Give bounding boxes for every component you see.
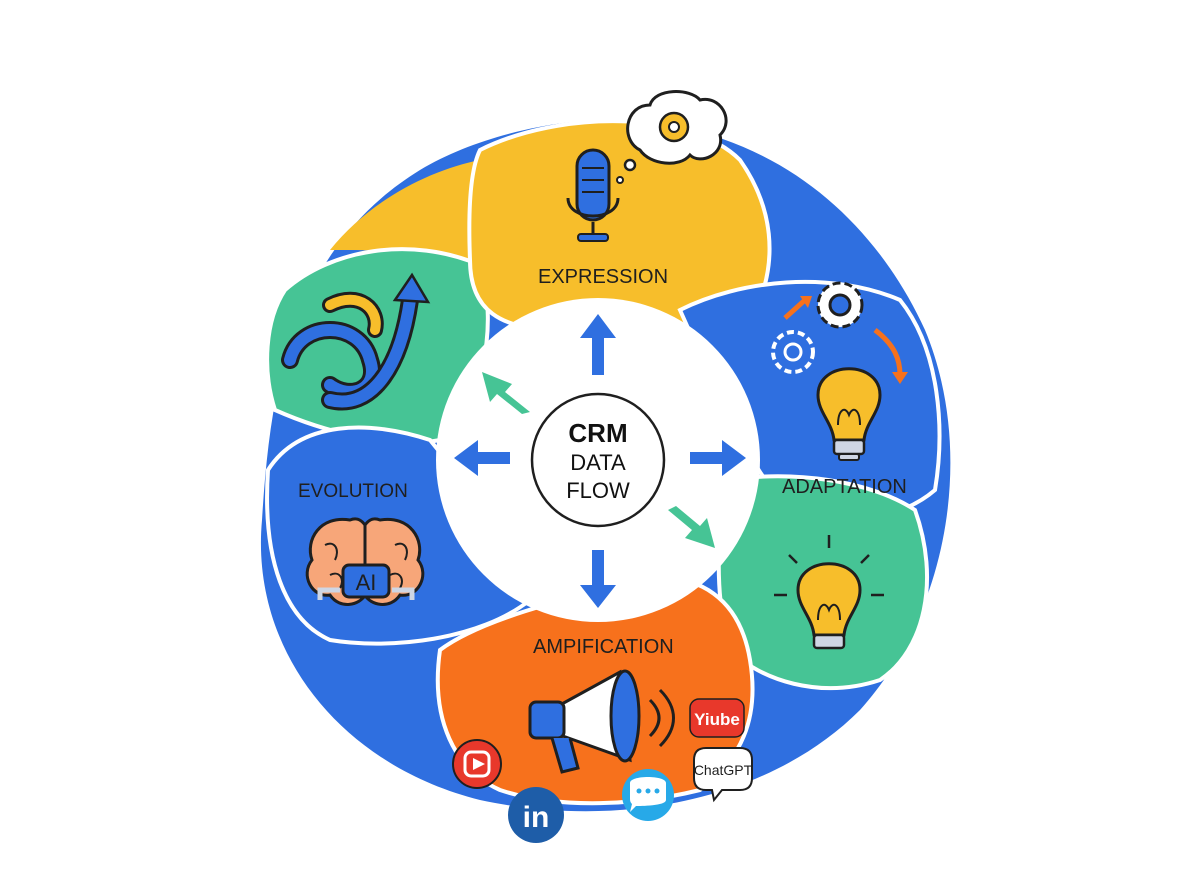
thought-bubble-icon — [616, 90, 728, 184]
arrow-left — [454, 440, 510, 476]
microphone-icon — [566, 148, 620, 242]
center-title-line2: DATA — [570, 450, 626, 475]
flow-arrows — [454, 314, 746, 608]
gears-icon — [771, 281, 908, 384]
youtube-text: Yiube — [694, 710, 740, 729]
linkedin-icon: in — [508, 787, 564, 843]
lightbulb-icon-innovation — [774, 535, 884, 650]
arrow-up-left — [482, 372, 530, 414]
linkedin-text: in — [523, 801, 550, 834]
circular-arrows-icon — [281, 272, 431, 411]
brain-icon: AI — [305, 517, 425, 606]
arrow-up — [580, 314, 616, 375]
center-title-line1: CRM — [568, 418, 627, 448]
arrow-down-right — [668, 506, 715, 548]
center-circle — [530, 392, 666, 528]
arrow-right — [690, 440, 746, 476]
label-expression: EXPRESSION — [538, 266, 668, 288]
label-adaptation: ADAPTATION — [782, 476, 907, 498]
arrow-down — [580, 550, 616, 608]
youtube-icon: Yiube — [689, 698, 745, 738]
center-title-line3: FLOW — [566, 478, 630, 503]
lightbulb-icon — [816, 367, 882, 461]
chatgpt-text: ChatGPT — [694, 762, 753, 778]
chatgpt-icon: ChatGPT — [693, 747, 753, 803]
instagram-icon — [452, 739, 502, 789]
label-evolution: EVOLUTION — [298, 481, 408, 502]
megaphone-icon — [528, 669, 675, 774]
label-amplification: AMPIFICATION — [533, 636, 674, 658]
ai-badge-text: AI — [356, 570, 377, 595]
chat-icon — [622, 769, 674, 821]
